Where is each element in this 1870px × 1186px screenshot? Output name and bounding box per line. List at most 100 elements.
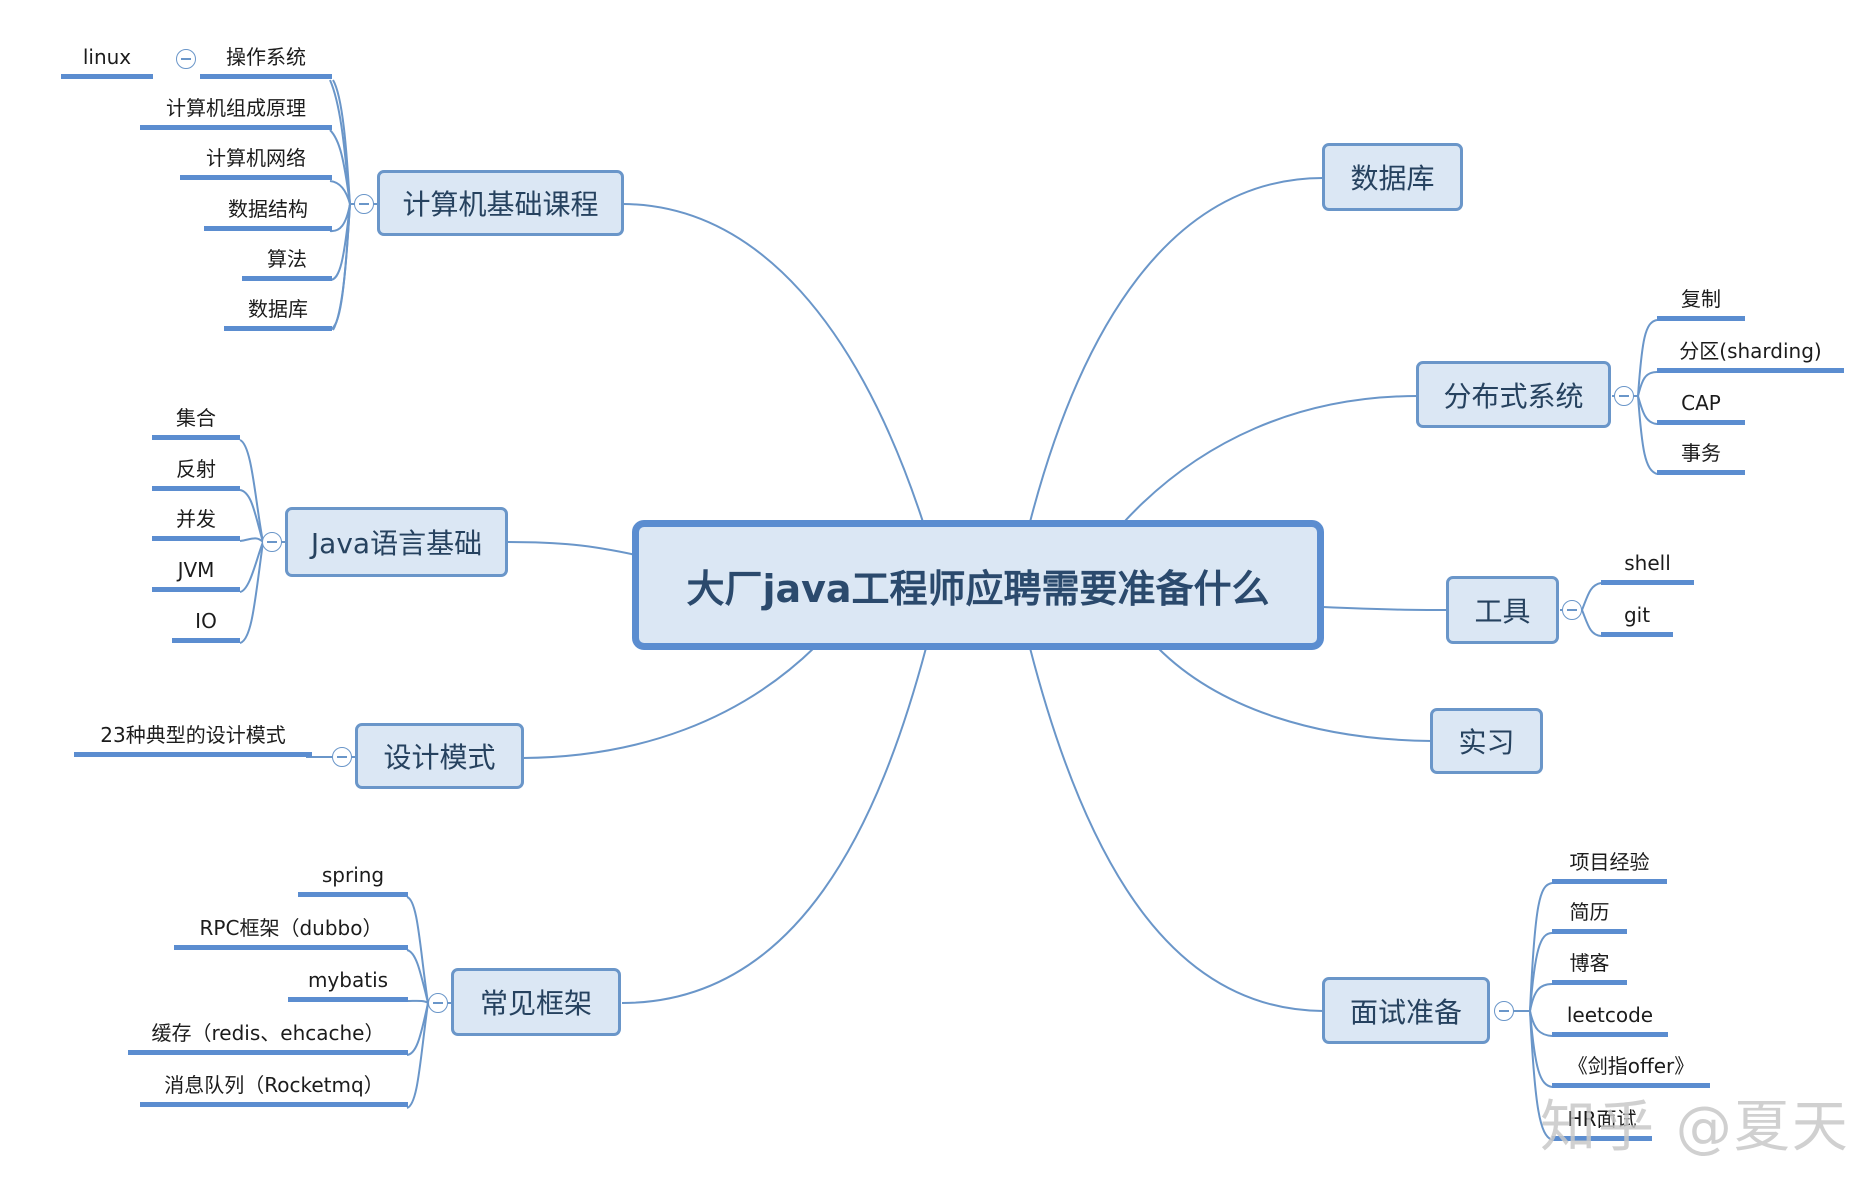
leaf-interview-1-label: 简历 bbox=[1569, 900, 1610, 924]
connector-database bbox=[1029, 177, 1324, 523]
branch-database-label: 数据库 bbox=[1350, 162, 1435, 195]
connector-interview bbox=[1029, 647, 1324, 1012]
leaf-cs-0-label: 操作系统 bbox=[226, 45, 306, 69]
branch-framework-label: 常见框架 bbox=[479, 987, 592, 1020]
leaf-interview-3-label: leetcode bbox=[1566, 1003, 1654, 1027]
leaf-cs-1-label: 计算机组成原理 bbox=[166, 96, 306, 120]
leaf-java-0[interactable]: 集合 bbox=[152, 405, 240, 440]
collapse-design-icon[interactable] bbox=[332, 747, 352, 767]
branch-internship-label: 实习 bbox=[1458, 726, 1515, 759]
branch-tools[interactable]: 工具 bbox=[1446, 576, 1559, 644]
leaf-java-2-label: 并发 bbox=[176, 507, 216, 531]
leaf-framework-1-label: RPC框架（dubbo） bbox=[199, 916, 383, 940]
collapse-tools-icon[interactable] bbox=[1562, 600, 1582, 620]
leaf-interview-2[interactable]: 博客 bbox=[1552, 950, 1627, 985]
leaf-distributed-1[interactable]: 分区(sharding) bbox=[1657, 338, 1844, 373]
leaf-cs-3-label: 数据结构 bbox=[228, 197, 308, 221]
leaf-framework-0[interactable]: spring bbox=[298, 862, 408, 897]
connector-framework bbox=[621, 647, 927, 1004]
leaf-tools-1-label: git bbox=[1623, 603, 1651, 627]
leaf-os-linux-label: linux bbox=[82, 45, 132, 69]
leaf-os-linux[interactable]: linux bbox=[61, 44, 153, 79]
branch-cs-label: 计算机基础课程 bbox=[402, 188, 599, 221]
center-topic-label: 大厂java工程师应聘需要准备什么 bbox=[686, 566, 1270, 611]
branch-tools-label: 工具 bbox=[1474, 595, 1531, 628]
branch-design-label: 设计模式 bbox=[383, 741, 496, 774]
leaf-cs-4[interactable]: 算法 bbox=[242, 246, 332, 281]
branch-distributed-label: 分布式系统 bbox=[1443, 379, 1584, 413]
leaf-interview-4[interactable]: 《剑指offer》 bbox=[1552, 1053, 1710, 1088]
collapse-os-icon[interactable] bbox=[176, 49, 196, 69]
collapse-java-icon[interactable] bbox=[262, 532, 282, 552]
leaf-interview-0-label: 项目经验 bbox=[1569, 850, 1650, 874]
connector-distributed bbox=[1123, 395, 1419, 523]
leaf-distributed-1-label: 分区(sharding) bbox=[1679, 339, 1822, 363]
leaf-distributed-3-label: 事务 bbox=[1681, 441, 1721, 465]
leaf-framework-0-label: spring bbox=[321, 863, 385, 887]
leaf-distributed-2[interactable]: CAP bbox=[1657, 390, 1745, 425]
connector-design bbox=[522, 646, 816, 759]
collapse-distributed-icon[interactable] bbox=[1614, 386, 1634, 406]
leaf-cs-3[interactable]: 数据结构 bbox=[204, 196, 332, 231]
connector-internship bbox=[1157, 647, 1433, 742]
branch-java[interactable]: Java语言基础 bbox=[285, 507, 508, 577]
leaf-cs-1[interactable]: 计算机组成原理 bbox=[140, 95, 332, 130]
leaf-framework-2-label: mybatis bbox=[307, 968, 389, 992]
leaf-distributed-0-label: 复制 bbox=[1681, 287, 1721, 311]
branch-database[interactable]: 数据库 bbox=[1322, 143, 1463, 211]
leaf-cs-2-label: 计算机网络 bbox=[206, 146, 306, 170]
leaf-java-4[interactable]: IO bbox=[172, 608, 240, 643]
leaf-cs-5[interactable]: 数据库 bbox=[224, 296, 332, 331]
branch-internship[interactable]: 实习 bbox=[1430, 708, 1543, 774]
leaf-design-0[interactable]: 23种典型的设计模式 bbox=[74, 722, 312, 757]
branch-framework[interactable]: 常见框架 bbox=[451, 968, 621, 1036]
leaf-interview-0[interactable]: 项目经验 bbox=[1552, 849, 1667, 884]
leaf-cs-2[interactable]: 计算机网络 bbox=[180, 145, 332, 180]
collapse-interview-icon[interactable] bbox=[1494, 1001, 1514, 1021]
connector-cs bbox=[622, 203, 924, 523]
leaf-java-1[interactable]: 反射 bbox=[152, 456, 240, 491]
leaf-distributed-0[interactable]: 复制 bbox=[1657, 286, 1745, 321]
leaf-java-3[interactable]: JVM bbox=[152, 557, 240, 592]
leaf-interview-5-label: HR面试 bbox=[1567, 1107, 1637, 1131]
leaf-framework-4-label: 消息队列（Rocketmq） bbox=[164, 1073, 384, 1097]
center-topic[interactable]: 大厂java工程师应聘需要准备什么 bbox=[632, 520, 1324, 650]
leaf-interview-2-label: 博客 bbox=[1569, 951, 1610, 975]
leaf-framework-4[interactable]: 消息队列（Rocketmq） bbox=[140, 1072, 408, 1107]
branch-interview-label: 面试准备 bbox=[1349, 995, 1462, 1029]
connector-java bbox=[505, 541, 637, 556]
leaf-framework-3-label: 缓存（redis、ehcache） bbox=[151, 1021, 385, 1045]
leaf-framework-3[interactable]: 缓存（redis、ehcache） bbox=[128, 1020, 408, 1055]
branch-cs[interactable]: 计算机基础课程 bbox=[377, 170, 624, 236]
watermark: 知乎 @夏天 bbox=[1540, 1095, 1850, 1160]
leaf-tools-0[interactable]: shell bbox=[1601, 550, 1694, 585]
leaf-tools-1[interactable]: git bbox=[1601, 602, 1673, 637]
leaf-interview-1[interactable]: 简历 bbox=[1552, 899, 1627, 934]
leaf-java-3-label: JVM bbox=[177, 558, 215, 582]
leaf-java-4-label: IO bbox=[195, 609, 217, 633]
leaf-cs-0[interactable]: 操作系统 bbox=[200, 44, 332, 79]
leaf-interview-3[interactable]: leetcode bbox=[1552, 1002, 1668, 1037]
leaf-design-0-label: 23种典型的设计模式 bbox=[100, 723, 286, 747]
leaf-interview-4-label: 《剑指offer》 bbox=[1567, 1054, 1695, 1078]
connector-tools bbox=[1322, 606, 1448, 611]
leaf-framework-1[interactable]: RPC框架（dubbo） bbox=[174, 915, 408, 950]
leaf-java-2[interactable]: 并发 bbox=[152, 506, 240, 541]
leaf-cs-5-label: 数据库 bbox=[248, 297, 308, 321]
collapse-cs-icon[interactable] bbox=[354, 194, 374, 214]
leaf-tools-0-label: shell bbox=[1624, 551, 1671, 575]
collapse-framework-icon[interactable] bbox=[428, 993, 448, 1013]
leaf-distributed-3[interactable]: 事务 bbox=[1657, 440, 1745, 475]
leaf-java-1-label: 反射 bbox=[176, 457, 216, 481]
leaf-java-0-label: 集合 bbox=[176, 406, 216, 430]
leaf-framework-2[interactable]: mybatis bbox=[288, 967, 408, 1002]
leaf-cs-4-label: 算法 bbox=[267, 247, 307, 271]
branch-java-label: Java语言基础 bbox=[310, 527, 483, 560]
bracket-cs bbox=[332, 79, 352, 331]
branch-design[interactable]: 设计模式 bbox=[355, 723, 524, 789]
branch-distributed[interactable]: 分布式系统 bbox=[1416, 361, 1611, 428]
leaf-interview-5[interactable]: HR面试 bbox=[1552, 1106, 1652, 1141]
leaf-distributed-2-label: CAP bbox=[1681, 391, 1721, 415]
branch-interview[interactable]: 面试准备 bbox=[1322, 977, 1490, 1044]
